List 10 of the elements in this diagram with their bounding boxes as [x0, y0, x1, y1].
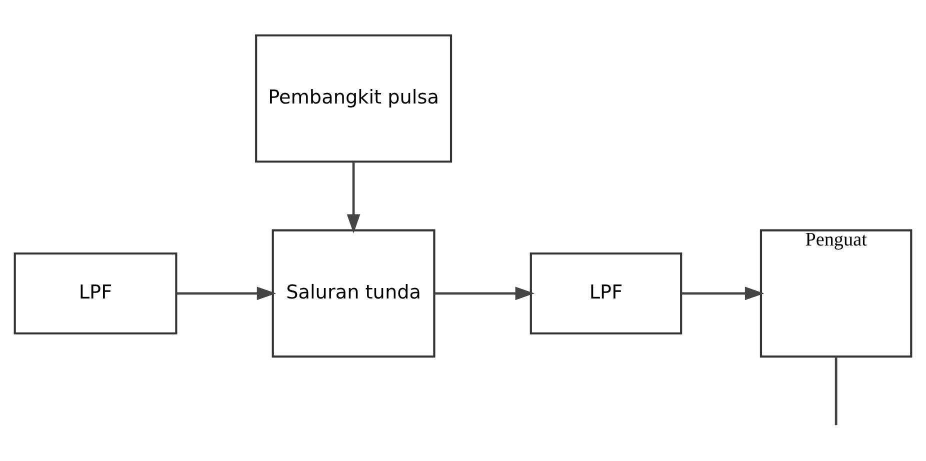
arrow — [346, 161, 360, 233]
node-box: Penguat — [760, 228, 912, 358]
connector — [834, 356, 838, 425]
arrow — [434, 286, 534, 300]
node-box: Saluran tunda — [272, 228, 436, 358]
node-box: LPF — [14, 252, 178, 334]
arrow — [176, 286, 276, 300]
arrow — [681, 286, 764, 300]
node-box: LPF — [530, 252, 682, 334]
node-box: Pembangkit pulsa — [255, 34, 452, 162]
